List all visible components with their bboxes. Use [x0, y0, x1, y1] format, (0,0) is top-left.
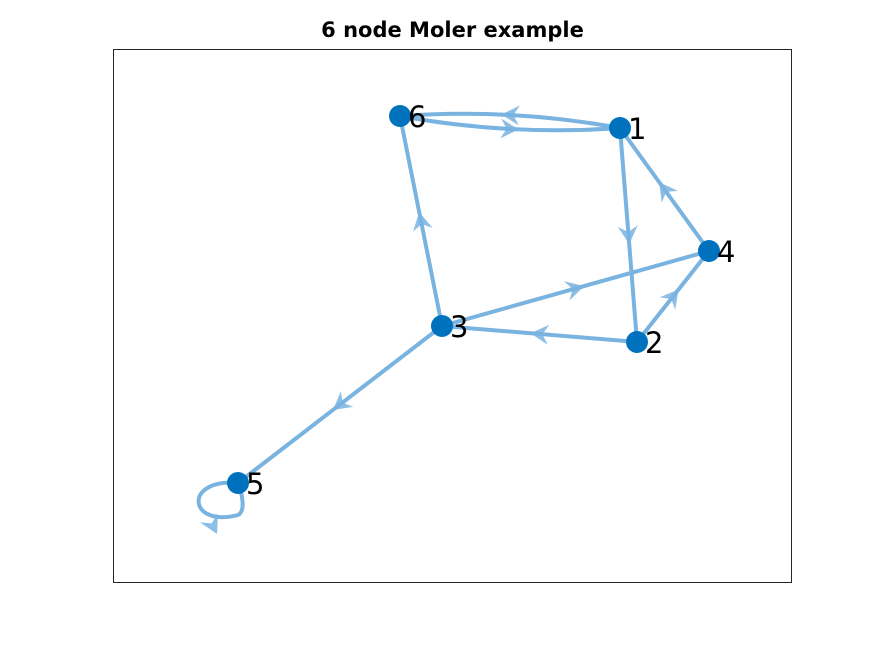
edge-5-to-5 [196, 480, 245, 519]
node-6 [389, 105, 411, 127]
arrow-1-to-2 [617, 225, 638, 244]
axes-box [113, 49, 792, 583]
arrow-3-to-4 [564, 281, 585, 301]
node-label-1: 1 [628, 112, 646, 146]
arrow-3-to-5 [332, 391, 354, 410]
nodes-layer: 1 2 3 4 5 6 [227, 100, 735, 501]
node-1 [609, 117, 631, 139]
arrow-2-to-4 [659, 289, 679, 310]
arrow-2-to-3 [530, 324, 550, 345]
arrow-6-to-1 [500, 118, 519, 139]
arrow-3-to-6 [412, 212, 433, 232]
node-label-3: 3 [450, 310, 468, 344]
arrow-4-to-1 [659, 182, 678, 203]
arrows-layer [200, 105, 679, 535]
arrow-5-to-5 [200, 513, 218, 535]
node-label-6: 6 [408, 100, 426, 134]
node-label-5: 5 [246, 467, 264, 501]
node-5 [227, 472, 249, 494]
arrow-1-to-6 [501, 105, 520, 126]
node-2 [626, 331, 648, 353]
node-label-2: 2 [645, 326, 663, 360]
node-3 [431, 315, 453, 337]
plot-title: 6 node Moler example [321, 18, 584, 42]
node-label-4: 4 [717, 235, 735, 269]
node-4 [698, 240, 720, 262]
